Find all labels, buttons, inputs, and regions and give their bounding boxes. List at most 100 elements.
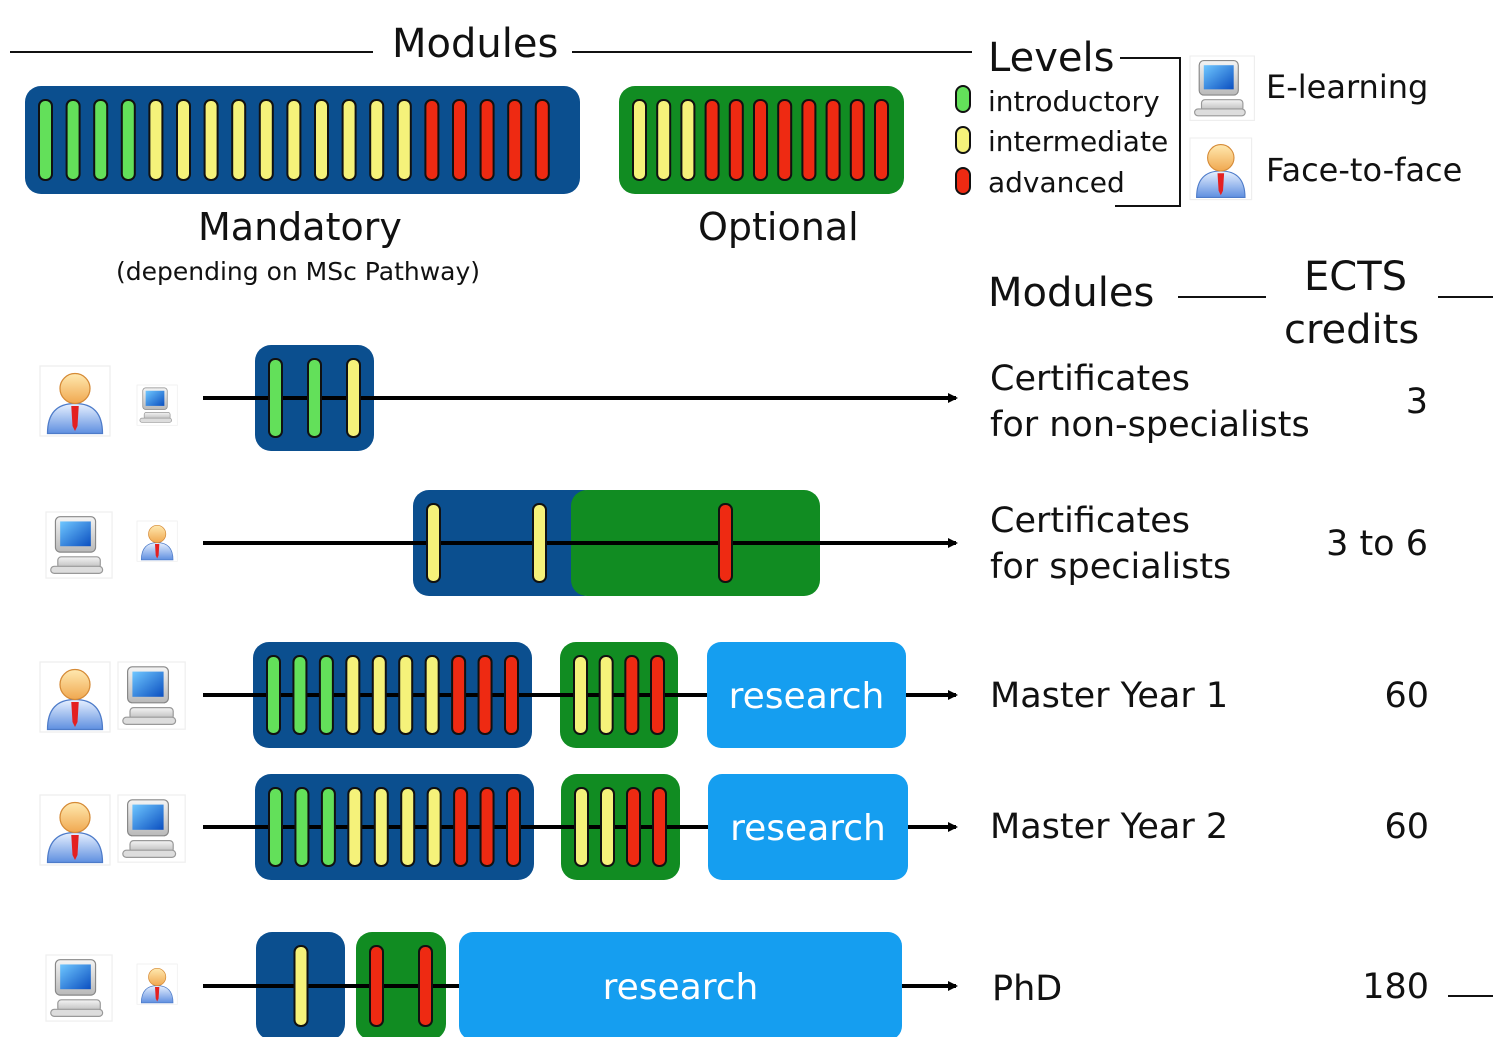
level-bar-advanced — [369, 945, 384, 1027]
level-bar-introductory — [292, 655, 308, 735]
legend-mandatory-background — [25, 86, 580, 194]
pathway-row — [39, 345, 958, 451]
mandatory-note: (depending on MSc Pathway) — [116, 257, 481, 286]
computer-icon — [117, 661, 186, 730]
level-bar-intermediate — [373, 787, 389, 867]
level-bar-intermediate — [258, 99, 274, 181]
computer-icon — [117, 794, 186, 863]
ects-header-line1: ECTS — [1304, 254, 1408, 300]
level-bar-advanced — [452, 99, 467, 181]
level-bar-introductory — [120, 99, 136, 181]
pathway-label-line2: for specialists — [990, 547, 1232, 587]
level-bar-introductory — [38, 99, 53, 181]
ects-value: 60 — [1384, 676, 1429, 716]
level-bar-intermediate — [398, 655, 414, 735]
level-bar-intermediate — [346, 358, 361, 438]
pathway-label-line1: PhD — [992, 969, 1063, 1009]
level-bar-advanced — [534, 99, 550, 181]
level-bar-advanced — [418, 945, 433, 1027]
level-bar-advanced — [652, 787, 667, 867]
levels-title: Levels — [988, 35, 1115, 81]
level-bar-introductory — [307, 358, 322, 438]
person-icon — [39, 661, 111, 733]
level-bar-introductory — [268, 358, 283, 438]
level-bar-intermediate — [345, 655, 361, 735]
level-bar-advanced — [507, 99, 523, 181]
optional-label: Optional — [698, 205, 859, 249]
level-intermediate-label: intermediate — [988, 125, 1169, 158]
level-bar-intermediate — [632, 99, 647, 181]
level-swatches — [955, 85, 971, 195]
level-bar-advanced — [777, 99, 793, 181]
research-block — [459, 932, 902, 1037]
pathway-row — [45, 490, 958, 596]
person-icon — [136, 963, 178, 1005]
level-bar-intermediate — [574, 787, 589, 867]
face-to-face-label: Face-to-face — [1266, 151, 1463, 189]
level-bar-advanced — [704, 99, 720, 181]
level-bar-introductory — [65, 99, 81, 181]
level-bar-advanced — [626, 787, 641, 867]
research-label: research — [729, 676, 885, 717]
level-bar-intermediate — [347, 787, 363, 867]
level-advanced-label: advanced — [988, 166, 1125, 199]
level-bar-advanced — [477, 655, 493, 735]
level-bar-advanced — [753, 99, 768, 181]
level-bar-advanced — [801, 99, 817, 181]
legend-mandatory-block — [25, 86, 580, 194]
level-bar-advanced — [479, 99, 495, 181]
pathway-row: research — [45, 932, 958, 1037]
level-bar-advanced — [825, 99, 841, 181]
level-bar-introductory — [266, 655, 281, 735]
level-bar-intermediate — [314, 99, 329, 181]
level-introductory-label: introductory — [988, 85, 1160, 118]
level-bar-intermediate — [400, 787, 416, 867]
person-icon — [39, 365, 111, 437]
research-block — [708, 774, 908, 880]
table-modules-header: Modules — [988, 270, 1155, 316]
level-bar-intermediate — [598, 655, 614, 735]
level-bar-advanced — [718, 503, 733, 583]
level-bar-intermediate — [656, 99, 672, 181]
ects-value: 3 — [1405, 382, 1428, 422]
level-bar-intermediate — [176, 99, 191, 181]
research-block — [707, 642, 906, 748]
level-swatch-introductory — [955, 85, 971, 113]
level-bar-advanced — [624, 655, 640, 735]
level-bar-introductory — [93, 99, 109, 181]
ects-value: 3 to 6 — [1326, 524, 1428, 564]
level-bar-intermediate — [203, 99, 219, 181]
pathway-label-line1: Master Year 2 — [990, 807, 1229, 847]
level-bar-advanced — [453, 787, 469, 867]
elearning-label: E-learning — [1266, 68, 1429, 106]
level-swatch-advanced — [955, 167, 971, 195]
level-bar-intermediate — [600, 787, 615, 867]
level-bar-advanced — [479, 787, 495, 867]
ects-value: 60 — [1384, 807, 1429, 847]
levels-bracket — [1115, 57, 1181, 207]
level-bar-intermediate — [231, 99, 247, 181]
level-swatch-intermediate — [955, 126, 971, 154]
level-bar-introductory — [268, 787, 283, 867]
level-bar-intermediate — [286, 99, 302, 181]
pathway-rows: research research research — [39, 345, 958, 1037]
research-label: research — [603, 967, 759, 1008]
pathway-row: research — [39, 642, 958, 748]
ects-header-line2: credits — [1284, 307, 1420, 353]
pathway-label-line1: Certificates — [990, 359, 1191, 399]
computer-icon — [136, 384, 178, 426]
level-bar-intermediate — [371, 655, 387, 735]
level-bar-intermediate — [293, 945, 309, 1027]
level-bar-advanced — [424, 99, 440, 181]
computer-icon — [1189, 55, 1255, 121]
level-bar-introductory — [320, 787, 336, 867]
pathway-label-line2: for non-specialists — [990, 405, 1310, 445]
level-bar-advanced — [849, 99, 865, 181]
research-label: research — [730, 808, 886, 849]
level-bar-advanced — [874, 99, 889, 181]
pathway-row: research — [39, 774, 958, 880]
ects-value: 180 — [1362, 967, 1429, 1007]
level-bar-intermediate — [426, 503, 441, 583]
